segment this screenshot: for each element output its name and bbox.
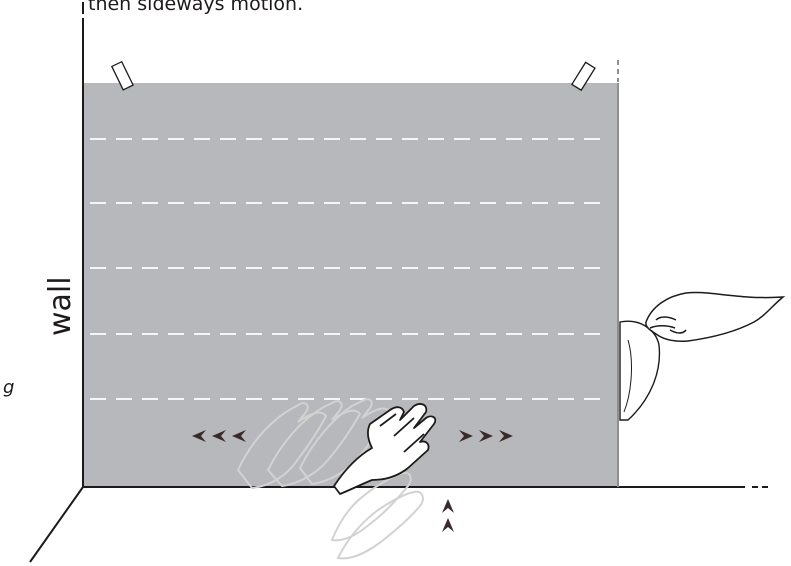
wallpaper-sheet xyxy=(84,83,618,486)
hand-icon xyxy=(333,403,437,495)
tape-right-icon xyxy=(570,61,596,92)
arrow-right-icon xyxy=(459,430,513,442)
ghost-hands xyxy=(236,398,424,560)
edge-letter-label: g xyxy=(3,377,14,398)
holding-hand xyxy=(645,291,786,342)
sheet-flap-fold xyxy=(623,339,632,413)
crease-lines xyxy=(90,138,604,400)
arrow-left-icon xyxy=(192,430,246,442)
tape-left-icon xyxy=(110,60,134,91)
arrow-up-icon xyxy=(442,499,454,532)
wall-label: wall xyxy=(43,276,78,336)
caption-text: then sideways motion. xyxy=(88,0,303,15)
floor-depth-line xyxy=(29,486,84,563)
